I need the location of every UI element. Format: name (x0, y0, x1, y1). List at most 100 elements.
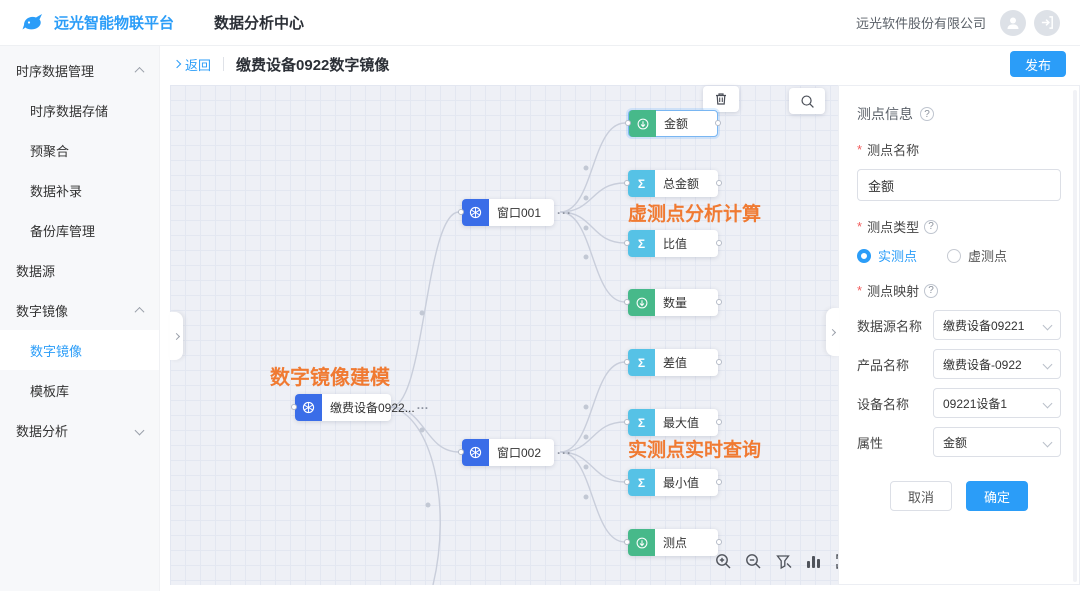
output-port[interactable] (716, 239, 722, 246)
sidebar-item-ts-storage[interactable]: 时序数据存储 (0, 90, 159, 130)
point-type-label: * 测点类型 ? (857, 217, 1061, 236)
output-port[interactable] (716, 418, 722, 425)
back-button[interactable]: 返回 (172, 55, 212, 74)
flow-canvas[interactable]: 数字镜像建模 虚测点分析计算 实测点实时查询 缴费设备0922... ··· 窗… (170, 85, 851, 585)
input-port[interactable] (291, 403, 297, 410)
output-port[interactable] (716, 298, 722, 305)
zoom-in-icon[interactable] (715, 553, 732, 570)
radio-real-point[interactable]: 实测点 (857, 246, 917, 265)
company-name: 远光软件股份有限公司 (855, 16, 986, 31)
sidebar-group-label: 数据分析 (16, 423, 69, 439)
help-icon[interactable]: ? (924, 219, 939, 234)
node-point-min[interactable]: Σ 最小值 (624, 469, 722, 496)
sidebar-item-template-library[interactable]: 模板库 (0, 370, 159, 410)
point-mapping-label: * 测点映射 ? (857, 281, 1061, 300)
datasource-name-select[interactable]: 缴费设备09221 (933, 310, 1061, 340)
canvas-search-button[interactable] (789, 88, 825, 114)
node-window-001[interactable]: 窗口001 ··· (458, 199, 571, 226)
node-label: 测点 (663, 536, 688, 550)
product-name-select[interactable]: 缴费设备-0922 (933, 349, 1061, 379)
back-label: 返回 (185, 57, 212, 73)
node-point-ratio[interactable]: Σ 比值 (624, 230, 722, 257)
radio-virtual-point[interactable]: 虚测点 (947, 246, 1007, 265)
input-port[interactable] (624, 179, 630, 186)
node-root-device[interactable]: 缴费设备0922... ··· (291, 394, 429, 421)
point-type-radio-group: 实测点 虚测点 (857, 246, 1061, 265)
select-value: 金额 (943, 435, 968, 450)
more-menu-icon[interactable]: ··· (557, 445, 572, 460)
select-label: 产品名称 (857, 357, 910, 373)
logout-button[interactable] (1034, 9, 1060, 36)
sidebar-item-backup-mgmt[interactable]: 备份库管理 (0, 210, 159, 250)
filter-icon[interactable] (775, 553, 792, 570)
input-port[interactable] (624, 239, 630, 246)
cancel-button[interactable]: 取消 (890, 481, 952, 511)
panel-section-title: 测点信息 ? (857, 104, 1061, 124)
output-port[interactable] (716, 538, 722, 545)
more-menu-icon[interactable]: ··· (416, 400, 429, 415)
node-point-amount[interactable]: 金额 (625, 110, 721, 137)
left-panel-toggle[interactable] (170, 312, 183, 360)
device-name-select[interactable]: 09221设备1 (933, 388, 1061, 418)
required-mark: * (857, 142, 863, 157)
node-point-difference[interactable]: Σ 差值 (624, 349, 722, 376)
zoom-out-icon[interactable] (745, 553, 762, 570)
sidebar-group-label: 数字镜像 (16, 303, 69, 319)
input-port[interactable] (624, 298, 630, 305)
sidebar-group-timeseries[interactable]: 时序数据管理 (0, 50, 159, 90)
sidebar-group-data-analysis[interactable]: 数据分析 (0, 410, 159, 450)
chevron-right-icon (172, 332, 181, 340)
input-port[interactable] (458, 448, 464, 455)
input-port[interactable] (458, 208, 464, 215)
user-avatar[interactable] (1000, 9, 1026, 36)
right-panel-toggle[interactable] (826, 308, 839, 356)
sidebar-item-digital-mirror[interactable]: 数字镜像 (0, 330, 159, 370)
panel-scrollbar[interactable] (1073, 90, 1077, 582)
platform-name: 远光智能物联平台 (54, 15, 175, 32)
node-point-quantity[interactable]: 数量 (624, 289, 722, 316)
publish-button[interactable]: 发布 (1009, 51, 1066, 77)
more-menu-icon[interactable]: ··· (557, 205, 572, 220)
input-port[interactable] (624, 538, 630, 545)
select-label: 属性 (857, 435, 884, 451)
input-port[interactable] (625, 119, 631, 126)
annotation-virtual-point: 虚测点分析计算 (628, 204, 762, 225)
help-icon[interactable]: ? (924, 283, 939, 298)
delete-node-button[interactable] (703, 86, 739, 112)
node-point-max[interactable]: Σ 最大值 (624, 409, 722, 436)
sidebar-item-label: 数据源 (16, 263, 56, 279)
datasource-name-row: 数据源名称 缴费设备09221 (857, 310, 1061, 340)
measure-point-icon (628, 289, 655, 316)
input-port[interactable] (624, 418, 630, 425)
input-port[interactable] (624, 478, 630, 485)
sigma-icon: Σ (628, 469, 655, 496)
help-icon[interactable]: ? (920, 107, 934, 121)
chevron-down-icon (1042, 359, 1053, 369)
chevron-right-icon (828, 328, 837, 336)
annotation-modeling: 数字镜像建模 (270, 367, 390, 389)
annotation-real-point: 实测点实时查询 (628, 440, 762, 461)
sidebar-group-digital-mirror[interactable]: 数字镜像 (0, 290, 159, 330)
sidebar-item-datasource[interactable]: 数据源 (0, 250, 159, 290)
chevron-down-icon (1042, 437, 1053, 447)
confirm-button[interactable]: 确定 (966, 481, 1028, 511)
edge-layer (390, 122, 626, 585)
output-port[interactable] (715, 119, 721, 126)
node-label: 窗口001 (497, 206, 542, 220)
input-port[interactable] (624, 358, 630, 365)
whale-logo-icon (22, 13, 42, 29)
minimap-icon[interactable] (805, 553, 822, 570)
output-port[interactable] (716, 478, 722, 485)
required-mark: * (857, 219, 863, 234)
output-port[interactable] (716, 358, 722, 365)
select-label: 数据源名称 (857, 318, 923, 334)
attribute-select[interactable]: 金额 (933, 427, 1061, 457)
output-port[interactable] (716, 179, 722, 186)
sidebar-item-preaggregation[interactable]: 预聚合 (0, 130, 159, 170)
point-name-input[interactable]: 金额 (857, 169, 1061, 201)
node-point-measure[interactable]: 测点 (624, 529, 722, 556)
node-window-002[interactable]: 窗口002 ··· (458, 439, 571, 466)
node-point-total-amount[interactable]: Σ 总金额 (624, 170, 722, 197)
node-label: 最小值 (663, 476, 700, 490)
sidebar-item-data-backfill[interactable]: 数据补录 (0, 170, 159, 210)
